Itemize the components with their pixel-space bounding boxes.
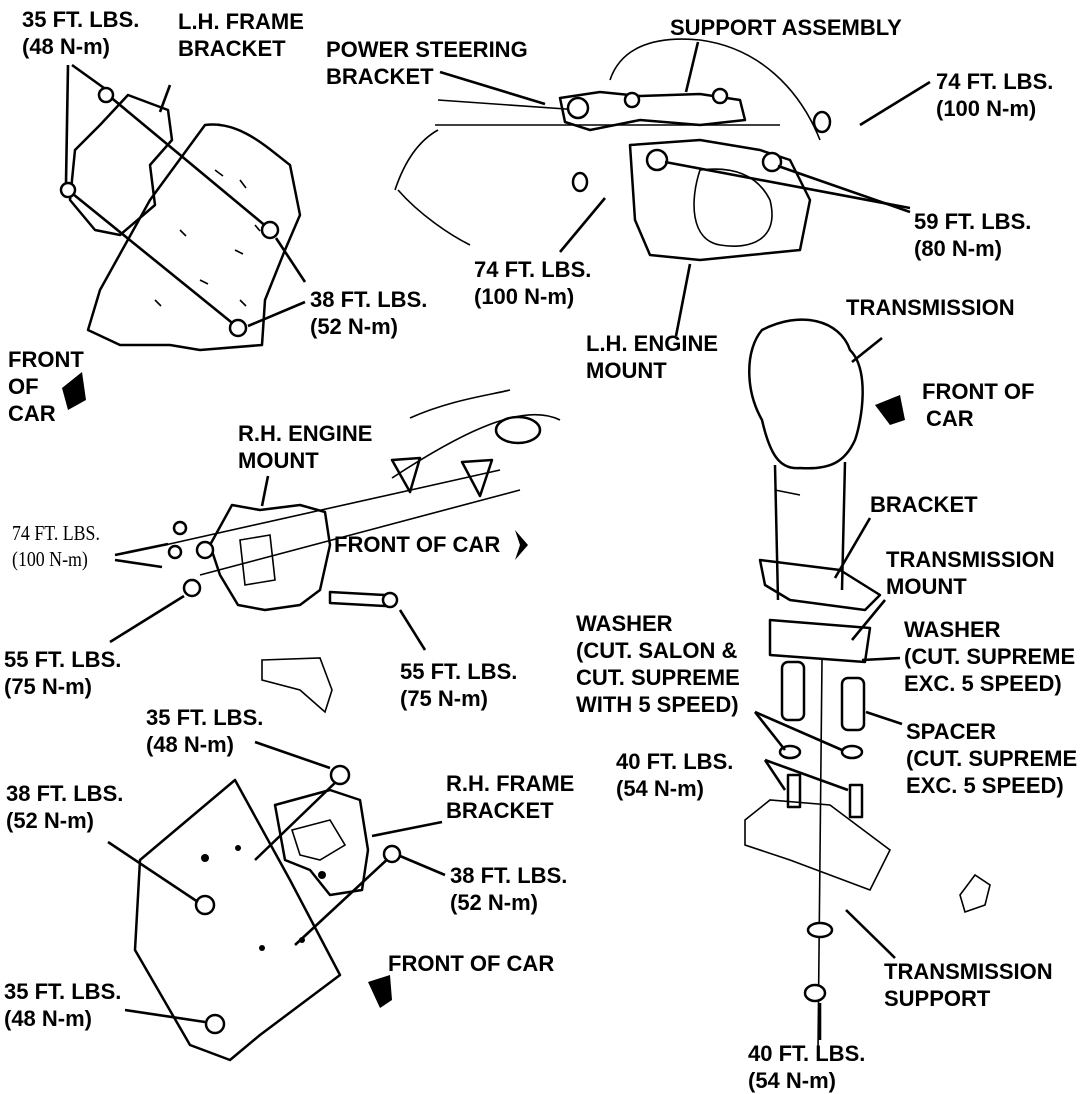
rh-bracket-torque-38-left-label: 38 FT. LBS.(52 N-m)	[6, 781, 124, 833]
rh-bracket-torque-35-top-label: 35 FT. LBS.(48 N-m)	[146, 705, 264, 757]
trans-mount-torque-40-label: 40 FT. LBS.(54 N-m)	[616, 749, 734, 801]
lh-frame-bracket-drawing	[59, 63, 307, 410]
transmission-label: TRANSMISSION	[846, 295, 1015, 320]
mount-torque-59-label: 59 FT. LBS.(80 N-m)	[914, 209, 1032, 261]
support-assembly-label: SUPPORT ASSEMBLY	[670, 15, 902, 40]
lh-bracket-torque-35-label: 35 FT. LBS.(48 N-m)	[22, 7, 140, 59]
mount-torque-74-label: 74 FT. LBS.(100 N-m)	[474, 257, 592, 309]
front-of-car-label-3: FRONT OF CAR	[388, 951, 555, 976]
rh-mount-torque-55-left-label: 55 FT. LBS.(75 N-m)	[4, 647, 122, 699]
lh-engine-mount-drawing	[394, 38, 931, 337]
lh-bracket-torque-38-label: 38 FT. LBS.(52 N-m)	[310, 287, 428, 339]
transmission-mount-drawing	[744, 318, 991, 1051]
rh-frame-bracket-drawing	[107, 740, 446, 1062]
trans-support-torque-40-label: 40 FT. LBS.(54 N-m)	[748, 1041, 866, 1093]
front-of-car-label-2: FRONT OF CAR	[334, 532, 501, 557]
rh-mount-torque-55-right-label: 55 FT. LBS.(75 N-m)	[400, 659, 518, 711]
support-torque-74-label: 74 FT. LBS.(100 N-m)	[936, 69, 1054, 121]
rh-bracket-torque-35-bottom-label: 35 FT. LBS.(48 N-m)	[4, 979, 122, 1031]
bracket-label: BRACKET	[870, 492, 978, 517]
rh-engine-mount-drawing	[109, 389, 561, 714]
rh-mount-torque-74-label: 74 FT. LBS.(100 N-m)	[12, 521, 100, 571]
rh-bracket-torque-38-right-label: 38 FT. LBS.(52 N-m)	[450, 863, 568, 915]
